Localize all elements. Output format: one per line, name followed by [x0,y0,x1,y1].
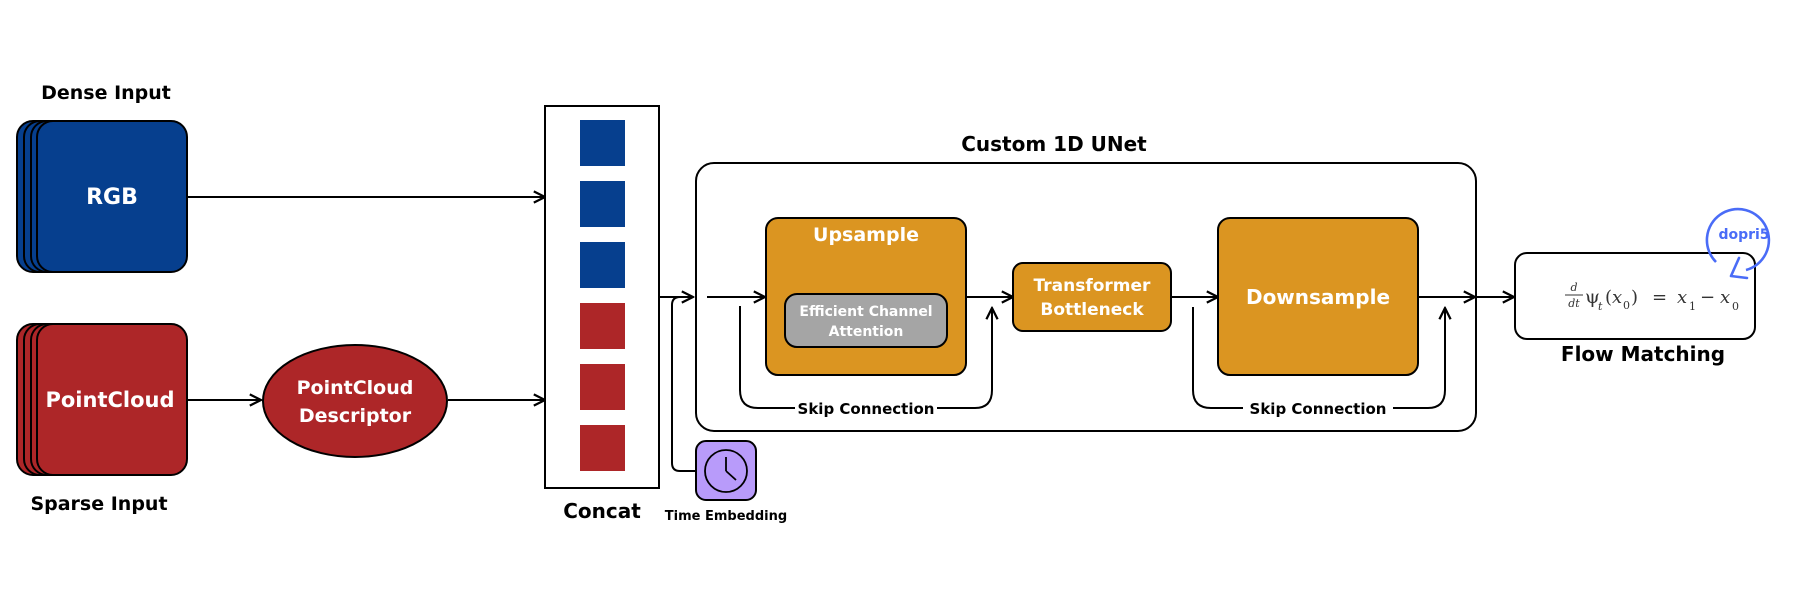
concat-blocks [580,120,625,471]
eq-psi-sub: t [1598,300,1603,313]
eq-equals: = [1652,287,1667,308]
concat-block-sparse [580,364,625,410]
loop-arrowhead [1729,256,1749,280]
dense-input-title: Dense Input [41,82,171,104]
skip-connection-left-path [739,306,795,409]
loop-arc [1705,207,1771,272]
eq-rhs-x1: x [1677,287,1687,308]
eq-rhs-sub1: 1 [1689,300,1696,313]
concat-block-sparse [580,303,625,349]
eq-minus: − [1700,287,1715,308]
pointcloud-stack: PointCloud [16,323,188,476]
pointcloud-descriptor[interactable] [262,344,448,458]
rgb-box[interactable] [36,120,188,273]
bottleneck-label-line1: Transformer [1034,276,1152,296]
flow-matching-box[interactable] [1514,252,1756,340]
flow-matching-label: Flow Matching [1561,342,1725,366]
concat-label: Concat [563,499,641,523]
eq-close-paren: ) [1631,287,1638,308]
eq-rhs-sub0: 0 [1732,300,1739,313]
rgb-stack: RGB [16,120,188,273]
concat-block-dense [580,242,625,288]
skip-connection-right-label: Skip Connection [1250,400,1387,418]
downsample-label: Downsample [1246,285,1390,309]
eq-psi: ψ [1585,286,1600,308]
skip-connection-left-label: Skip Connection [798,400,935,418]
eq-rhs-x0: x [1720,287,1730,308]
eq-open-paren: ( [1605,287,1612,308]
eca-label-line1: Efficient Channel [799,304,932,320]
pointcloud-label: PointCloud [45,388,174,412]
eq-frac-num: d [1570,281,1577,294]
time-embedding-label: Time Embedding [665,509,787,524]
eq-x-sub0: 0 [1623,299,1630,312]
solver-loop-icon [1705,207,1771,280]
upsample-label: Upsample [813,224,919,246]
concat-block-dense [580,181,625,227]
skip-connection-left-arrow [937,308,992,409]
skip-connection-right-path [1192,307,1243,409]
unet-title: Custom 1D UNet [961,132,1147,156]
concat-block-sparse [580,425,625,471]
solver-label: dopri5 [1718,227,1769,243]
eq-frac-den: dt [1568,297,1580,310]
clock-icon [704,449,748,493]
eq-x: x [1612,287,1622,308]
descriptor-label-line1: PointCloud [297,377,414,399]
arrow-time-to-unet [671,296,696,472]
descriptor-label-line2: Descriptor [299,405,412,427]
concat-block-dense [580,120,625,166]
rgb-label: RGB [86,185,138,210]
bottleneck-label-line2: Bottleneck [1040,300,1144,320]
eca-label-line2: Attention [829,324,904,340]
flow-equation: d dt ψ t ( x 0 ) = x 1 − x 0 [1565,281,1739,313]
skip-connection-right-arrow [1393,308,1445,409]
pointcloud-box[interactable] [36,323,188,476]
sparse-input-title: Sparse Input [30,493,167,515]
eca-block[interactable] [784,293,948,348]
transformer-bottleneck-block[interactable] [1012,262,1172,332]
